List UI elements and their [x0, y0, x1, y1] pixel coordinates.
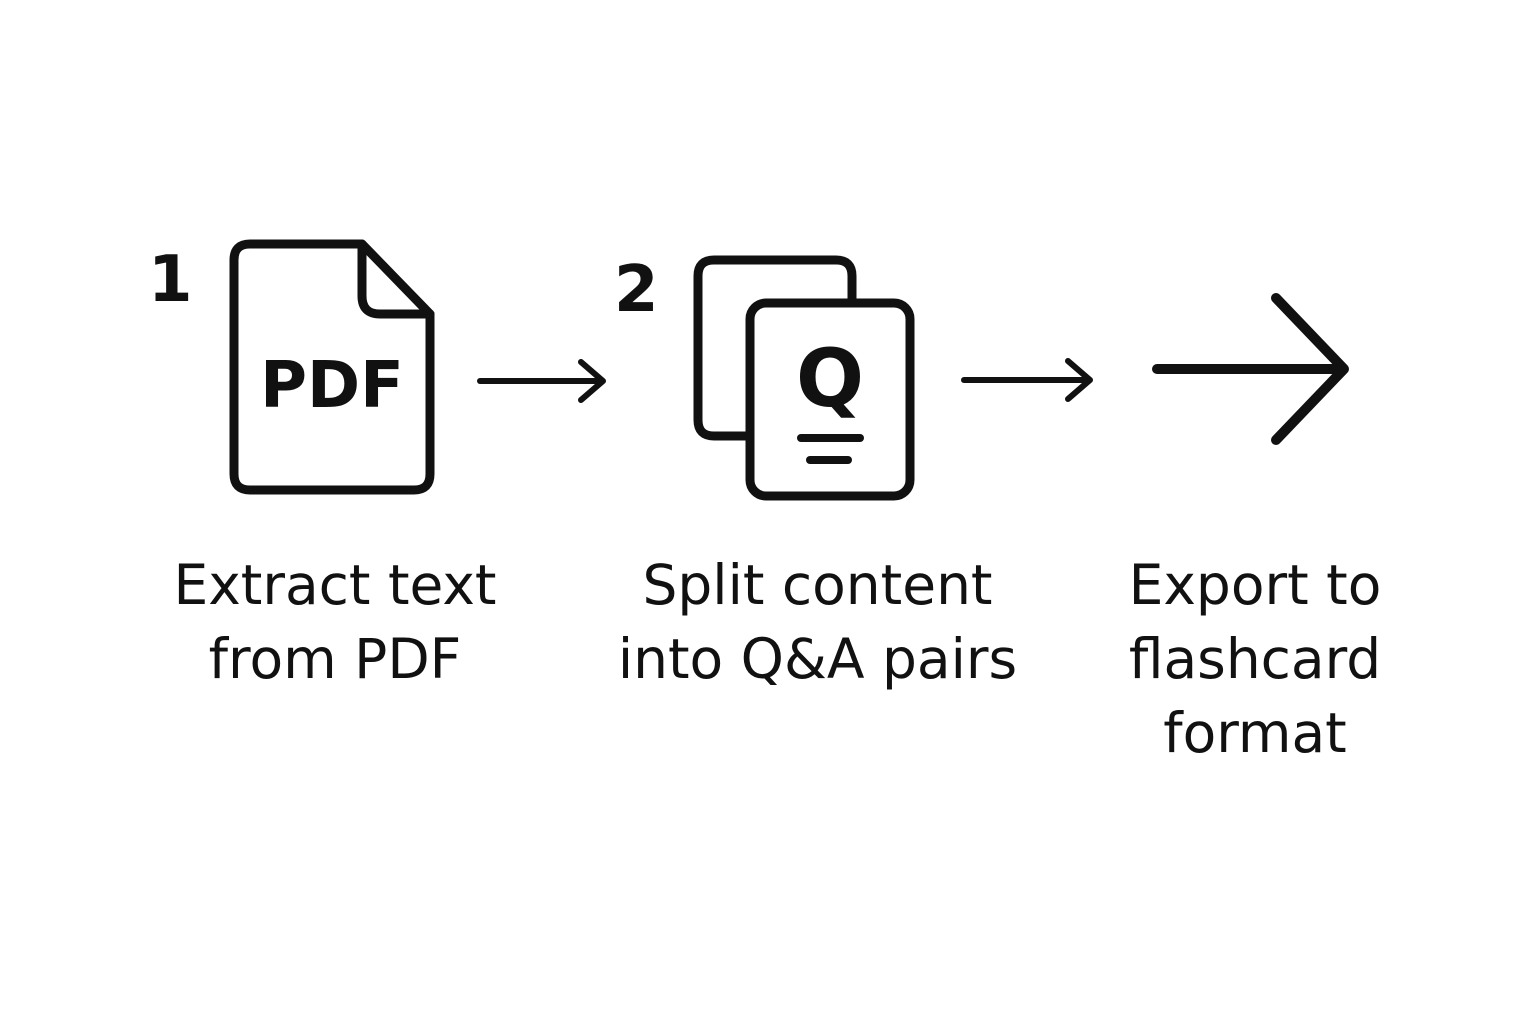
- arrow-right-icon: [961, 358, 1093, 402]
- step-1-caption: Extract text from PDF: [135, 548, 535, 696]
- step-number-1: 1: [148, 243, 193, 317]
- caption-line: Export to: [1128, 553, 1382, 617]
- caption-line: from PDF: [208, 627, 462, 691]
- pdf-document-icon: PDF: [229, 239, 435, 495]
- question-icon-label: Q: [796, 332, 864, 425]
- question-cards-icon: Q: [693, 255, 915, 501]
- export-arrow-icon: [1152, 293, 1349, 445]
- pdf-icon-label: PDF: [260, 349, 404, 423]
- step-2-caption: Split content into Q&A pairs: [595, 548, 1040, 696]
- caption-line: into Q&A pairs: [617, 627, 1018, 691]
- step-number-2: 2: [614, 253, 659, 327]
- step-3-caption: Export to flashcard format: [1080, 548, 1430, 770]
- caption-line: format: [1163, 701, 1347, 765]
- caption-line: Extract text: [173, 553, 497, 617]
- caption-line: flashcard: [1128, 627, 1382, 691]
- arrow-right-icon: [477, 359, 606, 403]
- caption-line: Split content: [642, 553, 993, 617]
